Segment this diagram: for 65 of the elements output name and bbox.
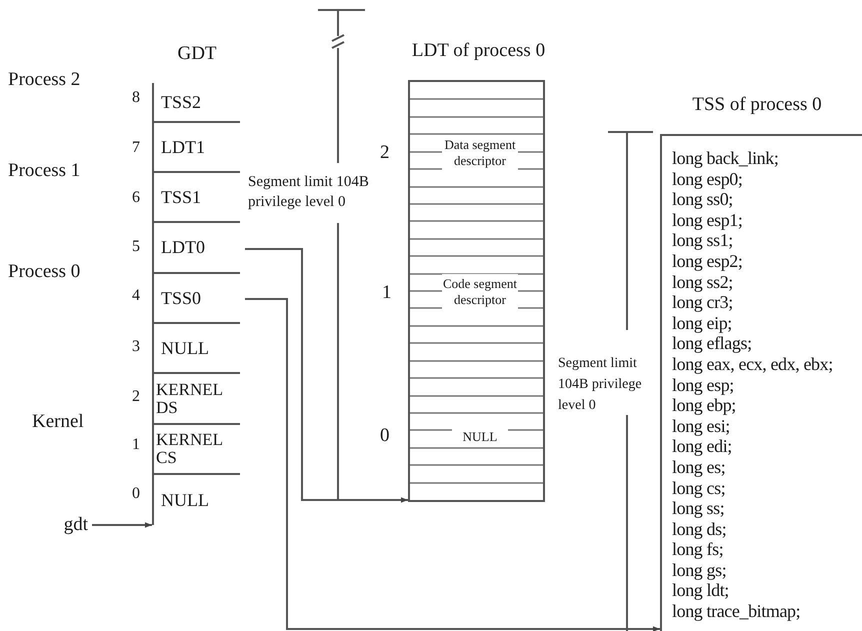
entry-label: TSS0: [161, 288, 202, 308]
field-declaration: long es;: [672, 456, 726, 478]
row-index: 8: [132, 89, 140, 107]
field-declaration: long eflags;: [672, 333, 752, 354]
group-label: Process 0: [8, 262, 82, 282]
row-index: 3: [132, 338, 140, 356]
field-declaration: long ebp;: [672, 395, 736, 416]
field-declaration: long esp;: [672, 374, 734, 396]
box-title: TSS of process 0: [691, 94, 823, 116]
table-row: [154, 274, 240, 324]
dimension-label: Segment limit 104B privilege level 0: [558, 355, 643, 415]
table-row: [154, 374, 240, 425]
row-index: 4: [132, 287, 140, 305]
entry-label: LDT0: [161, 238, 205, 257]
field-declaration: long cs;: [672, 478, 726, 498]
row-index: 5: [132, 238, 140, 256]
group-label: Process 2: [8, 70, 82, 90]
field-declaration: long esi;: [672, 416, 730, 436]
entry-label: KERNEL DS: [156, 380, 224, 416]
row-index: 1: [382, 282, 392, 304]
field-declaration: long edi;: [672, 436, 732, 457]
table-row: [154, 223, 240, 274]
field-declaration: long back_link;: [672, 148, 778, 169]
group-label: Kernel: [32, 412, 85, 432]
table-title: LDT of process 0: [410, 40, 546, 62]
field-declaration: long esp1;: [672, 210, 742, 230]
row-index: 2: [132, 388, 140, 406]
row-index: 1: [132, 436, 140, 454]
table-row: [154, 425, 240, 475]
pointer-label: gdt: [56, 513, 88, 537]
entry-label: LDT1: [161, 138, 205, 156]
entry-label: Code segment descriptor: [442, 276, 518, 308]
arrow: [245, 298, 660, 631]
field-declaration: long ss1;: [672, 230, 733, 251]
field-declaration: long ss0;: [672, 189, 733, 210]
entry-label: TSS1: [161, 188, 202, 206]
field-declaration: long ss2;: [672, 272, 733, 292]
row-index: 0: [132, 485, 140, 503]
field-declaration: long cr3;: [672, 292, 733, 313]
table-row: [154, 173, 240, 223]
field-declaration: long esp0;: [672, 168, 742, 190]
arrow: [92, 522, 152, 528]
entry-label: NULL: [161, 338, 209, 358]
arrow: [245, 248, 408, 503]
row-index: 2: [380, 142, 390, 164]
table-row: [154, 123, 240, 173]
entry-label: TSS2: [161, 92, 202, 112]
row-index: 0: [380, 425, 390, 447]
entry-label: KERNEL CS: [156, 431, 224, 467]
field-declaration: long gs;: [672, 560, 726, 580]
dimension-label: Segment limit 104B privilege level 0: [248, 173, 370, 212]
field-declaration: long ss;: [672, 498, 724, 519]
field-declaration: long ldt;: [672, 580, 729, 602]
table-row: [154, 324, 240, 374]
field-declaration: long ds;: [672, 518, 726, 540]
row-index: 7: [132, 139, 140, 157]
entry-label: NULL: [161, 490, 209, 510]
field-declaration: long trace_bitmap;: [672, 601, 800, 622]
field-declaration: long eip;: [672, 312, 732, 334]
field-declaration: long esp2;: [672, 250, 742, 272]
row-index: 6: [132, 189, 140, 207]
field-declaration: long eax, ecx, edx, ebx;: [672, 354, 833, 375]
table-title: GDT: [176, 43, 218, 65]
group-label: Process 1: [8, 161, 82, 181]
field-declaration: long fs;: [672, 539, 724, 560]
